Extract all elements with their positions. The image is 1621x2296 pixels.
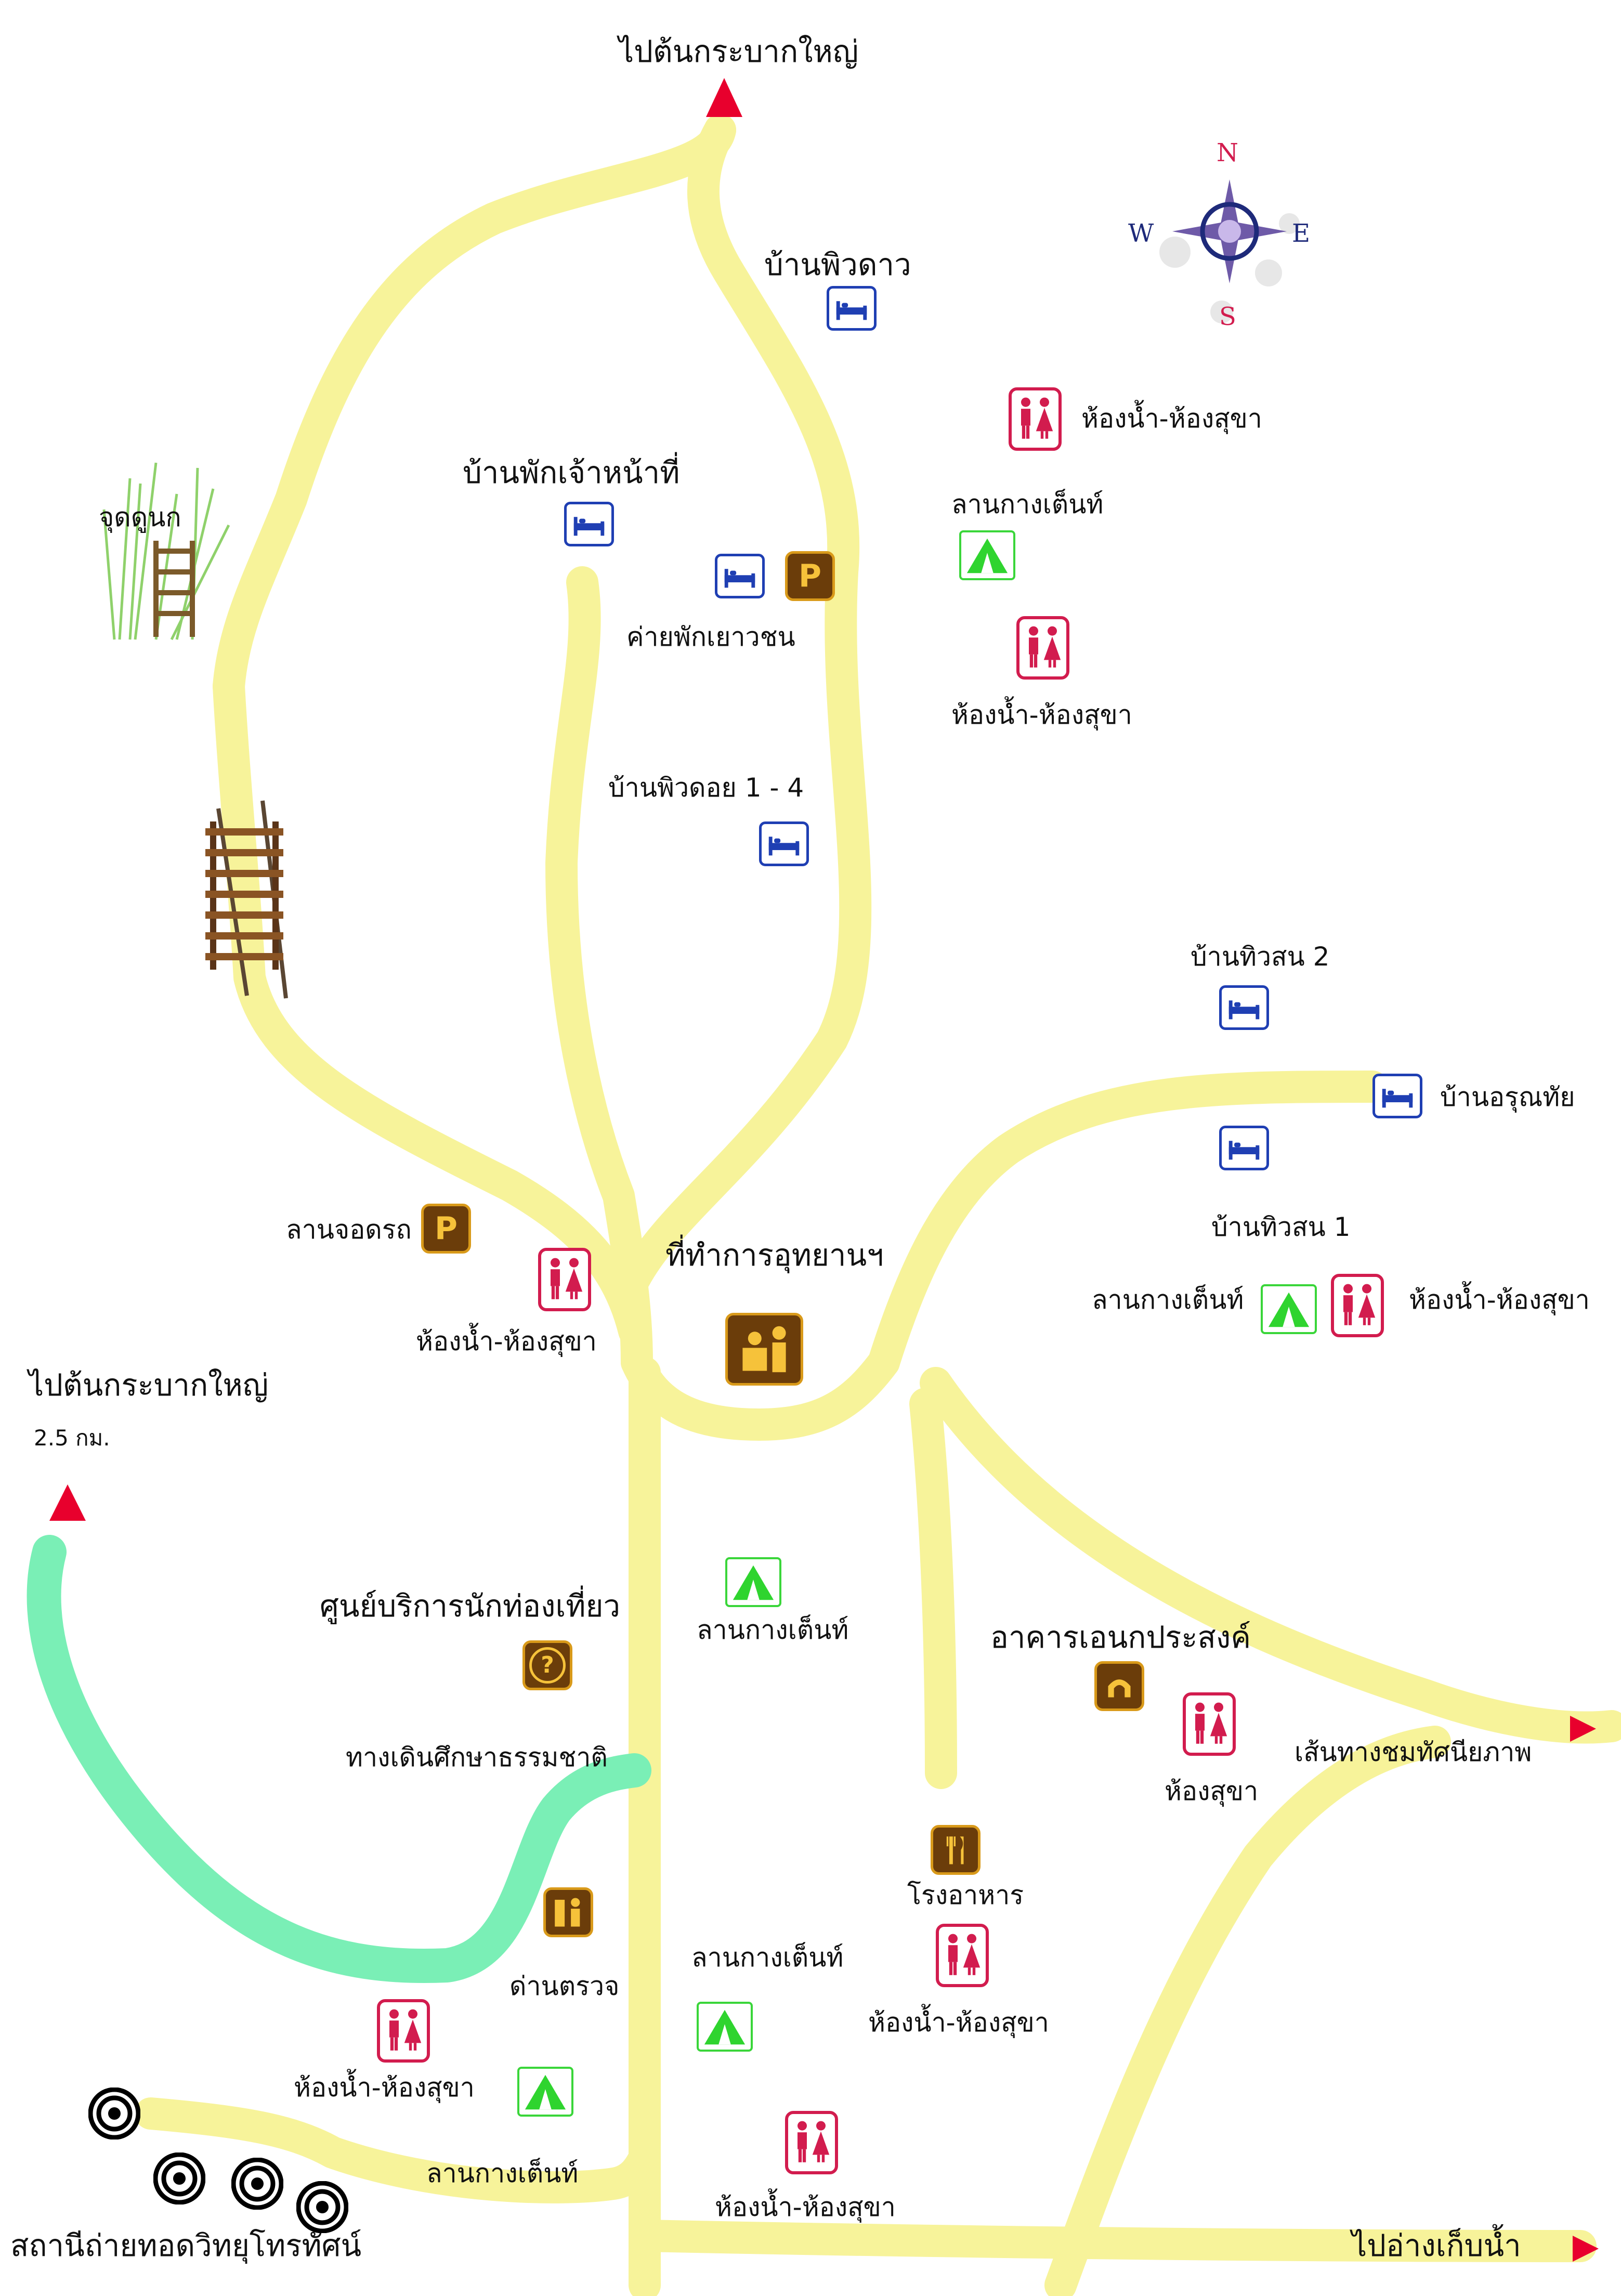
toilet-icon[interactable] (1016, 616, 1069, 680)
bed-icon[interactable] (759, 821, 809, 866)
label-to-reservoir: ไปอ่างเก็บน้ำ (1352, 2228, 1521, 2263)
headquarters-icon[interactable] (725, 1313, 803, 1386)
arrow-right-viewpoint (1570, 1716, 1596, 1742)
label-ban-phitdoi: บ้านพิวดอย 1 - 4 (608, 773, 804, 803)
tent-icon[interactable] (959, 530, 1015, 580)
label-toilet-4: ห้องน้ำ-ห้องสุขา (1409, 1285, 1590, 1315)
label-camp-3: ลานกางเต็นท์ (697, 1615, 849, 1645)
compass-rose (1159, 179, 1300, 323)
tent-icon[interactable] (517, 2067, 573, 2117)
label-toilet-3: ห้องน้ำ-ห้องสุขา (416, 1326, 597, 1356)
label-ban-thiwson1: บ้านทิวสน 1 (1211, 1212, 1351, 1242)
compass-n: N (1217, 138, 1238, 167)
compass-e: E (1292, 219, 1311, 248)
label-nature-trail: ทางเดินศึกษาธรรมชาติ (346, 1742, 608, 1772)
road-bottom (629, 2220, 1597, 2262)
label-distance: 2.5 กม. (34, 1425, 110, 1451)
toilet-icon[interactable] (1009, 387, 1062, 451)
parking-icon[interactable]: P (421, 1204, 471, 1254)
info-icon[interactable]: ? (522, 1640, 572, 1690)
label-toilet-6: ห้องน้ำ-ห้องสุขา (868, 2007, 1049, 2038)
compass-s: S (1219, 302, 1236, 331)
label-multipurpose: อาคารเอนกประสงค์ (990, 1620, 1251, 1655)
label-parking: ลานจอดรถ (286, 1215, 412, 1245)
arrow-up-left (49, 1484, 86, 1521)
toilet-icon[interactable] (538, 1248, 591, 1311)
road-southeast-diagonal (1044, 1726, 1451, 2296)
tent-icon[interactable] (697, 2002, 753, 2052)
toilet-icon[interactable] (785, 2111, 838, 2174)
restaurant-icon[interactable] (931, 1825, 981, 1875)
tent-icon[interactable] (725, 1557, 781, 1607)
label-khai-phak: ค่ายพักเยาวชน (626, 622, 795, 652)
label-ban-phak-staff: บ้านพักเจ้าหน้าที่ (463, 455, 680, 490)
bed-icon[interactable] (1372, 1074, 1422, 1118)
bed-icon[interactable] (1219, 1126, 1269, 1170)
parking-icon[interactable]: P (785, 551, 835, 601)
label-left-to-krabak: ไปต้นกระบากใหญ่ (29, 1367, 269, 1403)
label-tv-station: สถานีถ่ายทอดวิทยุโทรทัศน์ (10, 2228, 362, 2263)
label-ban-aruthai: บ้านอรุณทัย (1440, 1082, 1575, 1112)
label-checkpoint: ด่านตรวจ (509, 1971, 620, 2001)
label-viewpoint-route: เส้นทางชมทัศนียภาพ (1295, 1737, 1532, 1767)
tv-station-target-icon[interactable] (296, 2181, 348, 2233)
road-top-east (618, 114, 872, 1295)
nature-trail-path (27, 1535, 651, 1984)
building-icon[interactable] (1094, 1661, 1144, 1711)
arrow-up-top (706, 78, 742, 117)
tv-station-target-icon[interactable] (88, 2088, 140, 2140)
label-top-to-krabak: ไปต้นกระบากใหญ่ (619, 34, 859, 69)
road-viewpoint (920, 1367, 1621, 1744)
road-top-west (213, 114, 736, 702)
tv-station-target-icon[interactable] (231, 2158, 283, 2210)
compass-w: W (1128, 219, 1154, 248)
label-toilet-5: ห้องสุขา (1165, 1776, 1259, 1806)
bed-icon[interactable] (715, 554, 765, 598)
label-restaurant: โรงอาหาร (907, 1880, 1024, 1910)
tv-station-target-icon[interactable] (153, 2152, 205, 2204)
road-restaurant-spur (909, 1388, 957, 1789)
bed-icon[interactable] (1219, 985, 1269, 1030)
label-camp-2: ลานกางเต็นท์ (1092, 1285, 1244, 1315)
label-toilet-7: ห้องน้ำ-ห้องสุขา (294, 2072, 475, 2103)
checkpoint-icon[interactable] (543, 1887, 593, 1937)
toilet-icon[interactable] (377, 1999, 430, 2063)
bed-icon[interactable] (564, 502, 614, 546)
label-hq: ที่ทำการอุทยานฯ (665, 1237, 884, 1273)
arrow-right-reservoir (1573, 2236, 1599, 2262)
bird-watch-illustration (102, 462, 230, 641)
road-inner-spur (545, 566, 653, 1378)
road-east-branch (868, 1071, 1389, 1378)
toilet-icon[interactable] (1183, 1692, 1236, 1756)
label-camp-1: ลานกางเต็นท์ (951, 489, 1104, 519)
tent-icon[interactable] (1261, 1284, 1317, 1334)
label-bird-watch: จุดดูนก (99, 502, 181, 532)
toilet-icon[interactable] (1331, 1274, 1384, 1337)
label-toilet-1: ห้องน้ำ-ห้องสุขา (1081, 403, 1262, 434)
label-toilet-8: ห้องน้ำ-ห้องสุขา (715, 2192, 896, 2222)
label-toilet-2: ห้องน้ำ-ห้องสุขา (951, 700, 1132, 730)
bridge-illustration (205, 800, 288, 999)
toilet-icon[interactable] (936, 1924, 989, 1987)
label-ban-phiwdao: บ้านพิวดาว (764, 247, 911, 282)
label-camp-5: ลานกางเต็นท์ (426, 2158, 579, 2188)
label-visitor-center: ศูนย์บริการนักท่องเที่ยว (320, 1588, 621, 1624)
bed-icon[interactable] (827, 286, 877, 331)
label-camp-4: ลานกางเต็นท์ (691, 1942, 844, 1973)
road-southwest (135, 2097, 661, 2203)
label-ban-thiwson2: บ้านทิวสน 2 (1191, 942, 1330, 972)
